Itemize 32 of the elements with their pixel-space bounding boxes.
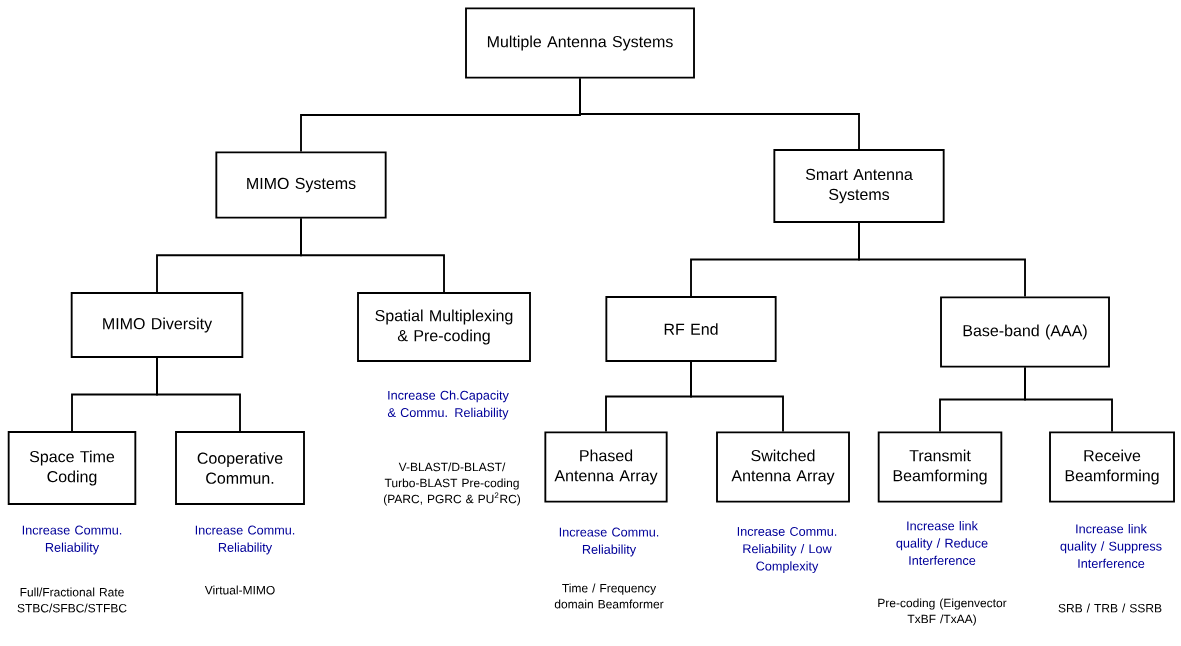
process-box: Transmit Beamforming: [877, 431, 1003, 503]
process-box: Receive Beamforming: [1049, 431, 1175, 503]
connector-line: [858, 222, 1026, 298]
process-box: Switched Antenna Array: [716, 431, 850, 503]
description-text: Time / Frequency domain Beamformer: [554, 583, 664, 609]
description-text: Pre-coding (Eigenvector TxBF /TxAA): [878, 598, 1007, 626]
description-text: Full/Fractional Rate STBC/SFBC/STFBC: [17, 587, 127, 613]
process-box: Phased Antenna Array: [544, 431, 668, 503]
description-text: Virtual-MIMO: [204, 585, 275, 595]
connector-line: [579, 77, 860, 150]
annotation-text: Increase link quality / Reduce Interference: [896, 521, 988, 565]
process-box: RF End: [605, 296, 777, 362]
process-box: Cooperative Commun.: [175, 431, 305, 505]
description-text: SRB / TRB / SSRB: [1058, 603, 1162, 613]
process-box: MIMO Diversity: [70, 292, 244, 358]
connector-line: [690, 361, 784, 433]
annotation-text: Increase Ch.Capacity & Commu. Reliability: [387, 390, 509, 420]
process-box: MIMO Systems: [215, 151, 387, 219]
description-text: V-BLAST/D-BLAST/ Turbo-BLAST Pre-coding (PARC, PGRC & PU$^{2}$RC): [383, 462, 521, 506]
process-box: Space Time Coding: [7, 431, 137, 505]
process-box: Multiple Antenna Systems: [465, 7, 695, 79]
annotation-text: Increase Commu. Reliability: [22, 525, 122, 555]
annotation-text: Increase link quality / Suppress Interference: [1060, 524, 1162, 568]
process-box: Base-band (AAA): [940, 296, 1110, 368]
annotation-text: Increase Commu. Reliability: [559, 527, 659, 557]
annotation-text: Increase Commu. Reliability: [195, 525, 295, 555]
annotation-text: Increase Commu. Reliability / Low Complexity: [737, 526, 837, 574]
process-box: Smart Antenna Systems: [773, 149, 945, 223]
connector-line: [300, 217, 445, 293]
process-box: Spatial Multiplexing & Pre-coding: [357, 292, 531, 362]
connector-line: [1024, 366, 1113, 433]
connector-line: [156, 357, 241, 432]
